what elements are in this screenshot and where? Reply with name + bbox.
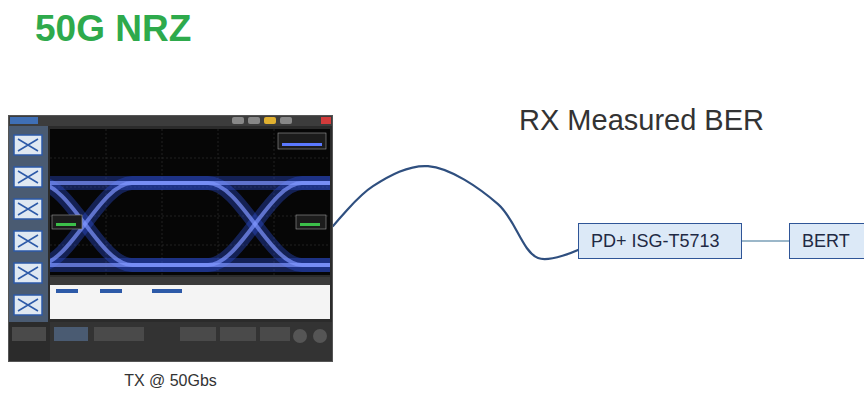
status-bar: [50, 322, 333, 362]
result-field: [152, 289, 182, 293]
menu-button: [264, 117, 276, 124]
title: 50G NRZ: [35, 8, 191, 50]
results-header: [50, 277, 330, 285]
result-field: [100, 289, 122, 293]
tool-icon: [14, 295, 42, 315]
eye-trace: [50, 183, 330, 265]
menu-button: [248, 117, 260, 124]
status-field: [260, 327, 290, 341]
eye-trace: [50, 183, 330, 265]
eye-trace: [50, 183, 330, 265]
tool-icon: [14, 231, 42, 251]
caption-text: TX @ 50Gbs: [9, 372, 332, 390]
box-label: PD+ ISG-T5713: [591, 231, 720, 252]
status-button: [313, 329, 327, 343]
tool-icon: [18, 267, 38, 279]
close-button: [321, 117, 331, 124]
tool-icon: [18, 171, 38, 183]
eye-trace: [50, 183, 330, 265]
signal-box: [278, 133, 326, 149]
signal-line: [742, 240, 789, 242]
tool-icon: [18, 139, 38, 151]
marker-box: [52, 215, 82, 229]
status-field: [220, 327, 256, 341]
status-field: [94, 327, 144, 341]
eye-trace: [50, 183, 330, 265]
result-field: [56, 289, 78, 293]
menu-logo: [10, 117, 38, 124]
eye-trace: [50, 183, 330, 265]
eye-trace: [50, 183, 330, 265]
signal-box: [282, 143, 322, 146]
tool-icons: [14, 135, 42, 315]
menu-button: [280, 117, 292, 124]
marker-box: [56, 223, 76, 226]
tool-icon: [18, 203, 38, 215]
tool-icon: [18, 235, 38, 247]
device-box: PD+ ISG-T5713: [578, 223, 742, 259]
marker-box: [296, 215, 326, 229]
fiber-cable: [333, 166, 578, 259]
menu-bar: [8, 115, 333, 126]
eye-trace: [50, 183, 330, 265]
status-field: [12, 327, 46, 341]
tool-icon: [14, 199, 42, 219]
scope-screen: TX @ 50Gbs: [8, 115, 333, 362]
menu-button: [232, 117, 244, 124]
scope-screenshot: [8, 115, 333, 362]
tool-icon: [18, 299, 38, 311]
eye-diagram: [50, 183, 330, 265]
results-panel: [50, 285, 330, 319]
status-button: [293, 329, 307, 343]
free-label: RX Measured BER: [519, 104, 764, 137]
tool-icon: [14, 263, 42, 283]
tool-panel: [8, 126, 48, 322]
screen-background: [8, 115, 333, 362]
tool-icon: [14, 135, 42, 155]
status-field: [54, 327, 88, 341]
box-label: BERT: [802, 231, 850, 252]
status-field: [180, 327, 216, 341]
marker-box: [300, 223, 320, 226]
tool-icon: [14, 167, 42, 187]
device-box: BERT: [789, 223, 864, 259]
